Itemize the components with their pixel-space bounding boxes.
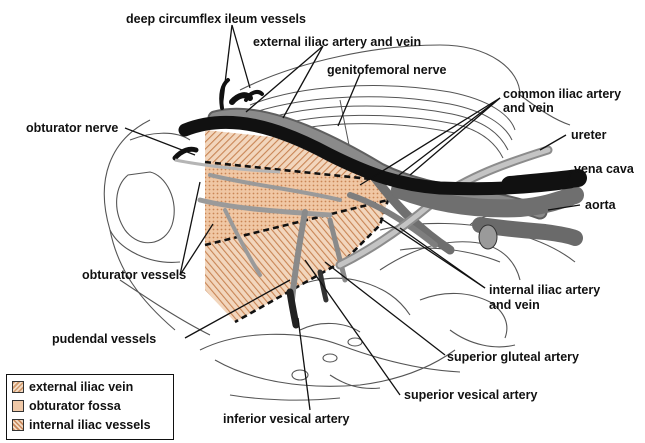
label-inferior-vesical: inferior vesical artery — [223, 412, 349, 426]
label-superior-vesical: superior vesical artery — [404, 388, 537, 402]
label-aorta: aorta — [585, 198, 616, 212]
legend-item-obturator-fossa: obturator fossa — [12, 399, 121, 413]
label-internal-iliac-2: and vein — [489, 298, 540, 312]
label-internal-iliac-1: internal iliac artery — [489, 283, 600, 297]
swatch-external-iliac-vein — [12, 381, 24, 393]
legend: external iliac vein obturator fossa inte… — [6, 374, 174, 440]
label-obturator-nerve: obturator nerve — [26, 121, 118, 135]
label-deep-circumflex: deep circumflex ileum vessels — [126, 12, 306, 26]
label-genitofemoral: genitofemoral nerve — [327, 63, 446, 77]
label-ureter: ureter — [571, 128, 606, 142]
label-common-iliac-1: common iliac artery — [503, 87, 621, 101]
label-external-iliac: external iliac artery and vein — [253, 35, 421, 49]
label-vena-cava: vena cava — [574, 162, 634, 176]
legend-label: internal iliac vessels — [29, 418, 151, 432]
legend-item-external-iliac-vein: external iliac vein — [12, 380, 133, 394]
legend-label: external iliac vein — [29, 380, 133, 394]
swatch-obturator-fossa — [12, 400, 24, 412]
label-common-iliac-2: and vein — [503, 101, 554, 115]
swatch-internal-iliac-vessels — [12, 419, 24, 431]
label-superior-gluteal: superior gluteal artery — [447, 350, 579, 364]
label-obturator-vessels: obturator vessels — [82, 268, 186, 282]
legend-label: obturator fossa — [29, 399, 121, 413]
legend-item-internal-iliac-vessels: internal iliac vessels — [12, 418, 151, 432]
label-pudendal: pudendal vessels — [52, 332, 156, 346]
